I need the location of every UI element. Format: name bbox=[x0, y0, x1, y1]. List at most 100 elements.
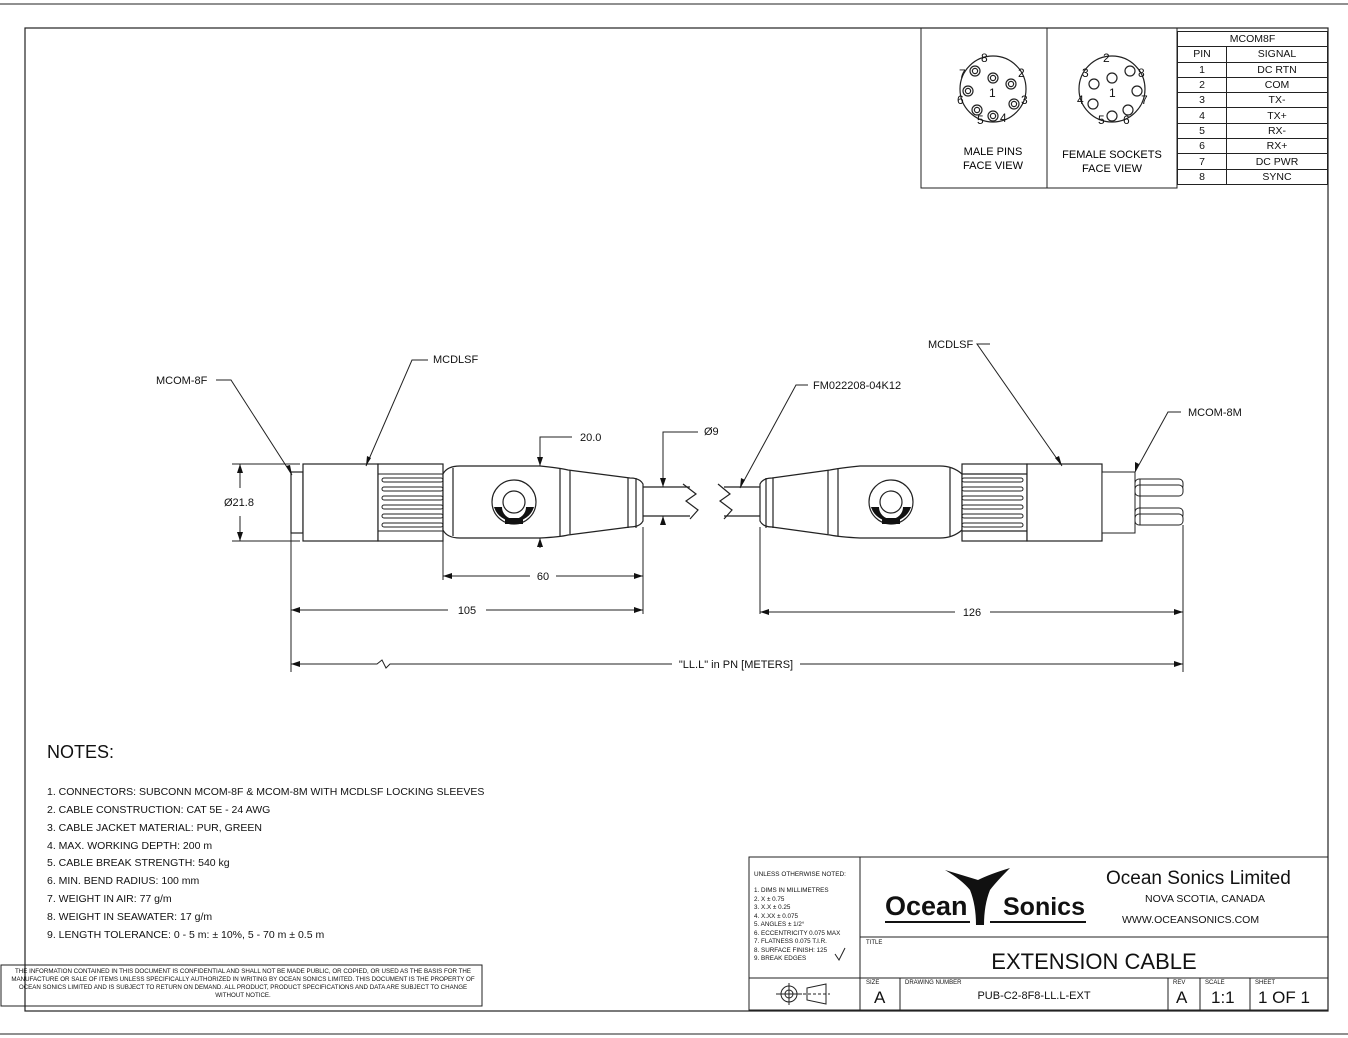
notes-title: NOTES: bbox=[47, 742, 115, 762]
signal-cell: SYNC bbox=[1226, 168, 1328, 185]
female-sockets-face-view bbox=[1078, 55, 1146, 123]
male-pin-1: 1 bbox=[989, 86, 996, 100]
company-location: NOVA SCOTIA, CANADA bbox=[1145, 893, 1265, 905]
tolerance-heading: UNLESS OTHERWISE NOTED: bbox=[754, 871, 846, 878]
dimension-105: 105 bbox=[458, 605, 476, 617]
surface-finish-icon bbox=[834, 947, 846, 961]
male-pin-7: 7 bbox=[959, 67, 966, 81]
drawing-number: PUB-C2-8F8-LL.L-EXT bbox=[977, 990, 1091, 1002]
tolerance-item: 4. X.XX ± 0.075 bbox=[754, 912, 799, 920]
male-pin-4: 4 bbox=[1000, 111, 1007, 125]
callout-left-sleeve: MCDLSF bbox=[433, 354, 479, 366]
pin-cell: 6 bbox=[1177, 138, 1227, 155]
right-sleeve-grip bbox=[961, 463, 1103, 542]
callout-right-sleeve: MCDLSF bbox=[928, 339, 974, 351]
disclaimer-box bbox=[0, 964, 483, 1007]
female-pin-8: 8 bbox=[1138, 66, 1145, 80]
tolerance-item: 7. FLATNESS 0.075 T.I.R. bbox=[754, 938, 827, 945]
male-pins-face-view bbox=[959, 55, 1027, 123]
signal-cell: DC RTN bbox=[1226, 61, 1328, 78]
company-website: WWW.OCEANSONICS.COM bbox=[1122, 914, 1260, 926]
rev-value: A bbox=[1176, 988, 1188, 1007]
sheet-label: SHEET bbox=[1255, 980, 1276, 986]
pin-table-header-signal: SIGNAL bbox=[1226, 46, 1328, 63]
female-view-label-2: FACE VIEW bbox=[1082, 163, 1143, 175]
dimension-arrows bbox=[237, 464, 1183, 667]
pin-cell: 7 bbox=[1177, 153, 1227, 170]
signal-cell: RX- bbox=[1226, 122, 1328, 140]
pin-cell: 3 bbox=[1177, 92, 1227, 109]
tolerance-item: 1. DIMS IN MILLIMETRES bbox=[754, 887, 829, 894]
title-block-frame bbox=[748, 856, 1329, 1011]
note-item: 8. WEIGHT IN SEAWATER: 17 g/m bbox=[47, 911, 213, 923]
rev-label: REV bbox=[1173, 980, 1186, 986]
dimension-dia21: Ø21.8 bbox=[224, 497, 254, 509]
projection-symbol-icon bbox=[776, 983, 830, 1005]
dimension-20: 20.0 bbox=[580, 432, 601, 444]
callout-right-connector: MCOM-8M bbox=[1188, 407, 1242, 419]
sheet-value: 1 OF 1 bbox=[1258, 988, 1310, 1007]
dimension-dia9: Ø9 bbox=[704, 426, 719, 438]
tolerance-item: 8. SURFACE FINISH: 125 bbox=[754, 946, 828, 954]
signal-cell: TX- bbox=[1226, 92, 1328, 109]
pin-cell: 8 bbox=[1177, 168, 1227, 185]
female-pin-5: 5 bbox=[1098, 113, 1105, 127]
size-value: A bbox=[874, 988, 886, 1007]
female-pin-7: 7 bbox=[1141, 93, 1148, 107]
note-item: 3. CABLE JACKET MATERIAL: PUR, GREEN bbox=[47, 822, 262, 834]
drawing-title: EXTENSION CABLE bbox=[991, 949, 1197, 974]
dimension-lines bbox=[232, 463, 1184, 672]
callout-left-connector: MCOM-8F bbox=[156, 375, 208, 387]
right-connector-pins bbox=[1101, 471, 1184, 534]
pin-cell: 1 bbox=[1177, 61, 1227, 78]
note-item: 4. MAX. WORKING DEPTH: 200 m bbox=[47, 840, 213, 852]
signal-cell: TX+ bbox=[1226, 107, 1328, 124]
pin-cell: 2 bbox=[1177, 76, 1227, 94]
callout-ferrule: FM022208-04K12 bbox=[813, 380, 901, 392]
male-pin-5: 5 bbox=[977, 113, 984, 127]
dimension-60: 60 bbox=[537, 571, 549, 583]
tolerance-item: 6. ECCENTRICITY 0.075 MAX bbox=[754, 929, 841, 937]
female-pin-6: 6 bbox=[1123, 113, 1130, 127]
logo-text-sonics: Sonics bbox=[1003, 893, 1085, 921]
sheet-border bbox=[0, 3, 1348, 1035]
pin-cell: 4 bbox=[1177, 107, 1227, 124]
dimension-126: 126 bbox=[963, 607, 981, 619]
male-view-label-1: MALE PINS bbox=[964, 146, 1023, 158]
scale-value: 1:1 bbox=[1211, 988, 1235, 1007]
drawing-number-label: DRAWING NUMBER bbox=[905, 980, 962, 986]
signal-cell: RX+ bbox=[1226, 138, 1328, 155]
tolerance-item: 9. BREAK EDGES bbox=[754, 955, 807, 962]
note-item: 5. CABLE BREAK STRENGTH: 540 kg bbox=[47, 857, 230, 869]
signal-cell: COM bbox=[1226, 76, 1328, 94]
right-overmold bbox=[759, 465, 963, 539]
note-item: 7. WEIGHT IN AIR: 77 g/m bbox=[47, 893, 172, 905]
confidentiality-disclaimer: THE INFORMATION CONTAINED IN THIS DOCUME… bbox=[11, 968, 475, 999]
male-pin-3: 3 bbox=[1021, 93, 1028, 107]
right-lock-ring bbox=[868, 479, 914, 525]
pin-table-title: MCOM8F bbox=[1177, 30, 1328, 48]
size-label: SIZE bbox=[866, 980, 880, 986]
right-cable-segment bbox=[717, 483, 762, 520]
tolerance-item: 3. X.X ± 0.25 bbox=[754, 904, 791, 911]
male-pin-8: 8 bbox=[981, 51, 988, 65]
note-item: 6. MIN. BEND RADIUS: 100 mm bbox=[47, 875, 200, 887]
logo-text-ocean: Ocean bbox=[885, 891, 968, 921]
female-pin-2: 2 bbox=[1103, 51, 1110, 65]
note-item: 2. CABLE CONSTRUCTION: CAT 5E - 24 AWG bbox=[47, 804, 271, 816]
signal-cell: DC PWR bbox=[1226, 153, 1328, 170]
pin-cell: 5 bbox=[1177, 122, 1227, 140]
tolerance-item: 2. X ± 0.75 bbox=[754, 895, 785, 903]
female-pin-4: 4 bbox=[1077, 93, 1084, 107]
leader-lines bbox=[216, 343, 1181, 548]
scale-label: SCALE bbox=[1205, 980, 1225, 986]
female-pin-1: 1 bbox=[1109, 86, 1116, 100]
